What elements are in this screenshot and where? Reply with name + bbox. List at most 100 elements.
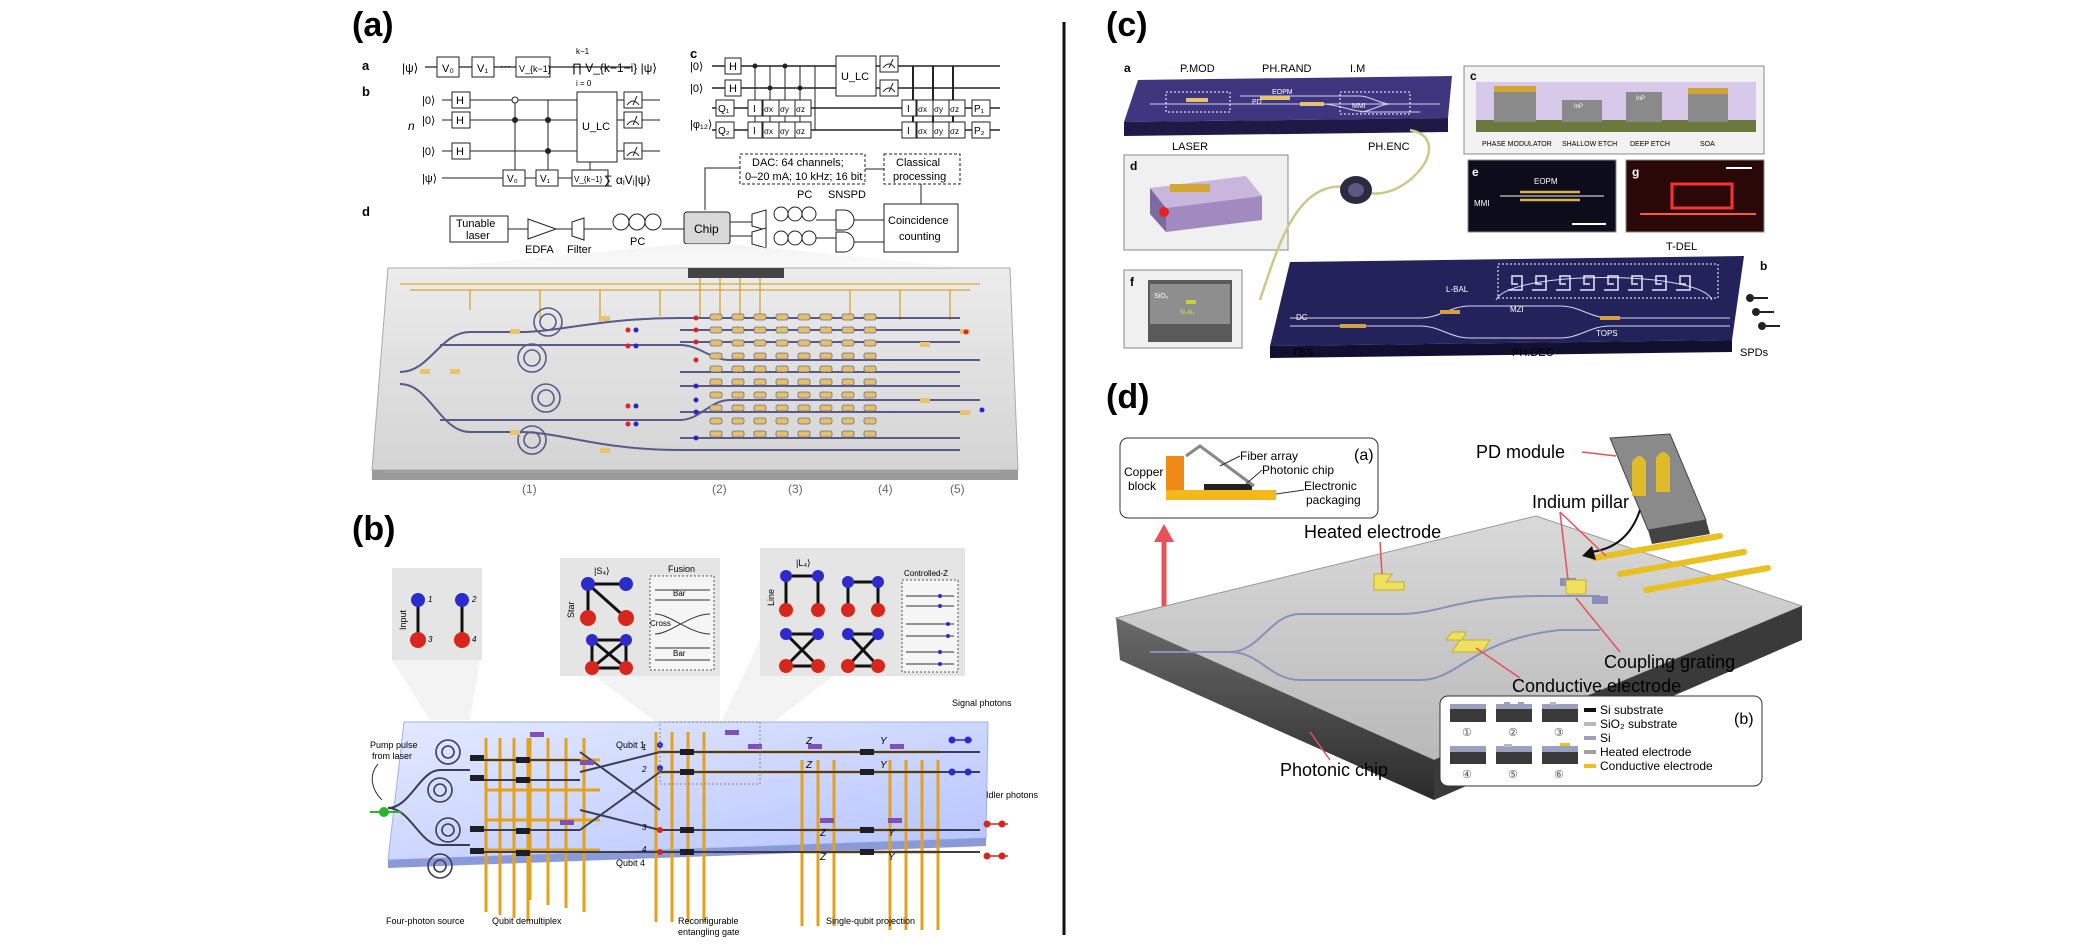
section-5: (5) [950, 482, 965, 496]
mzi-cell [709, 326, 723, 334]
svg-text:PD: PD [1252, 99, 1262, 106]
mzi-cell [775, 430, 789, 438]
indium-pillar-label: Indium pillar [1532, 492, 1629, 512]
mzi-cell [819, 378, 833, 386]
mzi-cell [819, 430, 833, 438]
mzi-cell [731, 430, 745, 438]
svg-text:2: 2 [471, 595, 477, 604]
mzi-cell [819, 391, 833, 399]
section-1: (1) [522, 482, 537, 496]
line-label: Line [766, 589, 776, 606]
tunable-laser-label: Tunable [456, 218, 495, 230]
mzi-cell [819, 313, 833, 321]
svg-text:|0⟩: |0⟩ [690, 61, 703, 73]
svg-text:I: I [753, 126, 756, 137]
section-2: (2) [712, 482, 727, 496]
ulc-gate-c: U_LC [841, 71, 869, 83]
conductive-electrode-label: Conductive electrode [1512, 676, 1681, 696]
svg-text:Y: Y [880, 736, 888, 747]
mzi-cell [775, 313, 789, 321]
mzi-cell [709, 339, 723, 347]
mzi-cell [863, 352, 877, 360]
panel-a: (a) a |ψ⟩ V₀ V₁ ⋯ V_{k−1} k−1 ∏ V_{k−1−i… [352, 6, 1019, 496]
svg-text:f: f [1130, 275, 1135, 289]
svg-text:σy: σy [780, 127, 789, 136]
section-3: (3) [788, 482, 803, 496]
panel-b: (b) Input 1 3 2 4 |S₄⟩ Star Fusion Bar C… [352, 510, 1039, 937]
gate-v1-a: V₁ [477, 63, 488, 75]
mzi-cell [841, 352, 855, 360]
svg-text:σx: σx [764, 105, 773, 114]
svg-text:MMI: MMI [1352, 103, 1366, 110]
mzi-cell [841, 365, 855, 373]
svg-text:σz: σz [950, 127, 959, 136]
svg-text:Z: Z [819, 852, 827, 863]
svg-text:⑥: ⑥ [1554, 769, 1564, 781]
svg-text:laser: laser [466, 230, 490, 242]
svg-text:I: I [753, 104, 756, 115]
gate-dots-a: ⋯ [500, 61, 511, 73]
gate-vk-a: V_{k−1} [519, 64, 551, 74]
qubit-demultiplex-label: Qubit demultiplex [492, 916, 562, 926]
mzi-cell [775, 352, 789, 360]
svg-text:⑤: ⑤ [1508, 769, 1518, 781]
mzi-cell [797, 352, 811, 360]
svg-text:Y: Y [880, 760, 888, 771]
mzi-cell [797, 365, 811, 373]
mzi-cell [775, 339, 789, 347]
svg-text:H: H [456, 95, 464, 107]
mzi-cell [709, 352, 723, 360]
photonic-chip-small-label: Photonic chip [1262, 463, 1334, 477]
svg-text:(a): (a) [1354, 447, 1374, 464]
idler-photons-label: Idler photons [986, 790, 1039, 800]
svg-text:Classical: Classical [896, 157, 940, 169]
mzi-cell [797, 430, 811, 438]
svg-text:d: d [1130, 159, 1137, 173]
mzi-cell [841, 378, 855, 386]
mzi-cell [753, 339, 767, 347]
svg-text:TOPS: TOPS [1596, 329, 1618, 338]
svg-text:packaging: packaging [1306, 493, 1361, 507]
svg-text:L-BAL: L-BAL [1446, 285, 1469, 294]
svg-text:|φ₁₂⟩: |φ₁₂⟩ [690, 119, 712, 131]
svg-text:②: ② [1508, 727, 1518, 739]
svg-text:DC: DC [1296, 313, 1308, 322]
dac-text-2: 0–20 mA; 10 kHz; 16 bit [745, 171, 862, 183]
svg-text:entangling gate: entangling gate [678, 927, 740, 937]
mzi-cell [863, 404, 877, 412]
svg-text:Q₁: Q₁ [718, 104, 730, 115]
coupling-grating-label: Coupling grating [1604, 652, 1735, 672]
panel-a-label: (a) [352, 6, 394, 44]
svg-text:InP: InP [1636, 96, 1645, 102]
legend-si-substrate: Si substrate [1600, 703, 1664, 717]
svg-text:|0⟩: |0⟩ [422, 95, 435, 107]
pmod-label: P.MOD [1180, 63, 1215, 75]
svg-text:EOPM: EOPM [1534, 177, 1558, 186]
svg-text:σx: σx [918, 127, 927, 136]
svg-text:Q₂: Q₂ [718, 126, 730, 137]
mzi-cell [753, 430, 767, 438]
sub-a-label: a [362, 58, 370, 73]
panel-c: (c) a P.MOD PH.RAND I.M PD EOPM MMI LASE… [1106, 6, 1780, 359]
mzi-cell [709, 391, 723, 399]
mzi-cell [841, 313, 855, 321]
mzi-cell [819, 326, 833, 334]
mzi-cell [753, 365, 767, 373]
filter-label: Filter [567, 244, 592, 256]
svg-text:processing: processing [893, 171, 946, 183]
svg-text:H: H [729, 61, 737, 73]
svg-text:V_{k−1}: V_{k−1} [574, 175, 603, 184]
svg-text:g: g [1632, 165, 1639, 179]
svg-text:H: H [456, 115, 464, 127]
legend-sio2-substrate: SiO₂ substrate [1600, 717, 1678, 731]
mzi-cell [797, 339, 811, 347]
svg-text:SiO₂: SiO₂ [1154, 293, 1169, 300]
mzi-cell [819, 404, 833, 412]
svg-text:from laser: from laser [372, 751, 412, 761]
projection-label: Single-qubit projection [826, 916, 915, 926]
qubit-circuit: |0⟩ |0⟩ |φ₁₂⟩ H H Q₁ Q₂ I σx σy σz I σx … [690, 55, 1000, 139]
mzi-cell [841, 326, 855, 334]
svg-text:I: I [907, 104, 910, 115]
svg-text:1: 1 [642, 743, 646, 752]
svg-text:V₀: V₀ [507, 174, 518, 185]
